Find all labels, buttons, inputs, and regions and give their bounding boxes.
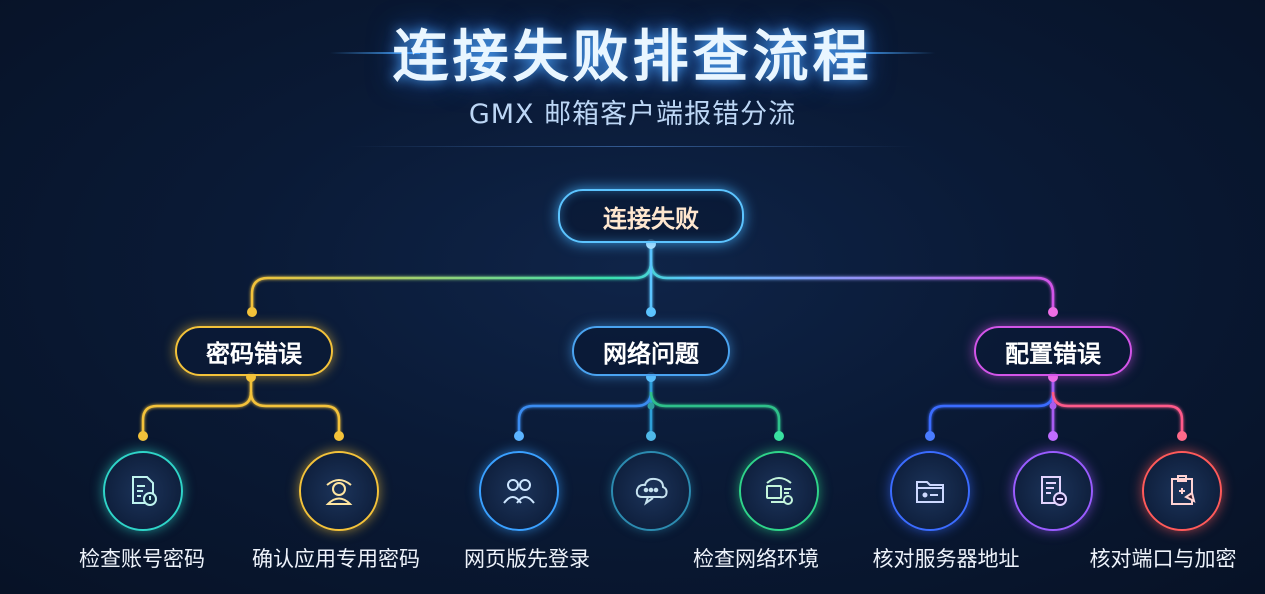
leaf-node-config-middle (1013, 451, 1093, 531)
subtitle-divider (350, 146, 915, 147)
leaf-label-port-encryption: 核对端口与加密 (1089, 547, 1237, 571)
leaf-label-server-address: 核对服务器地址 (872, 547, 1020, 571)
leaf-node-web-login (479, 451, 559, 531)
connector-pw-right (249, 391, 341, 436)
leaf-node-check-network (739, 451, 819, 531)
dot-leaf-6 (925, 431, 935, 441)
connector-net-right (649, 391, 781, 436)
leaf-node-server-address (890, 451, 970, 531)
connector-root-right (649, 261, 1055, 312)
page-title: 连接失败排查流程 (392, 25, 873, 90)
users-icon (503, 479, 535, 504)
dot-cfg-split (1049, 402, 1057, 410)
leaf-label-check-network: 检查网络环境 (693, 547, 819, 571)
category-node-config: 配置错误 (974, 326, 1132, 376)
root-node: 连接失败 (558, 189, 744, 243)
dot-net-top (646, 307, 656, 317)
dot-leaf-8 (1177, 431, 1187, 441)
clipboard-shield-icon (1171, 475, 1196, 505)
connector-cfg-left (928, 377, 1055, 436)
dot-leaf-7 (1048, 431, 1058, 441)
dot-pw-top (247, 307, 257, 317)
category-node-password: 密码错误 (175, 326, 333, 376)
dot-leaf-1 (138, 431, 148, 441)
network-monitor-icon (766, 477, 793, 505)
server-folder-icon (916, 481, 944, 503)
connector-net-left (517, 377, 653, 436)
leaf-label-app-password: 确认应用专用密码 (252, 547, 420, 571)
leaf-label-check-credentials: 检查账号密码 (79, 547, 205, 571)
document-lock-icon (132, 476, 157, 506)
dot-leaf-5 (774, 431, 784, 441)
leaf-node-app-password (299, 451, 379, 531)
leaf-node-network-middle (611, 451, 691, 531)
connector-pw-left (141, 377, 253, 436)
title-decoration-right (845, 52, 935, 54)
leaf-node-check-credentials (103, 451, 183, 531)
cloud-chat-icon (635, 477, 668, 506)
user-profile-icon (325, 479, 353, 505)
connector-root-left (250, 244, 653, 312)
dot-leaf-2 (334, 431, 344, 441)
document-settings-icon (1041, 476, 1067, 506)
dot-leaf-4 (646, 431, 656, 441)
page-subtitle: GMX 邮箱客户端报错分流 (468, 99, 797, 130)
category-node-network: 网络问题 (572, 326, 730, 376)
connector-cfg-right (1051, 391, 1184, 436)
dot-cfg-top (1048, 307, 1058, 317)
title-decoration-left (330, 52, 420, 54)
dot-net-split (647, 402, 655, 410)
leaf-node-port-encryption (1142, 451, 1222, 531)
leaf-label-web-login: 网页版先登录 (464, 547, 590, 571)
dot-leaf-3 (514, 431, 524, 441)
